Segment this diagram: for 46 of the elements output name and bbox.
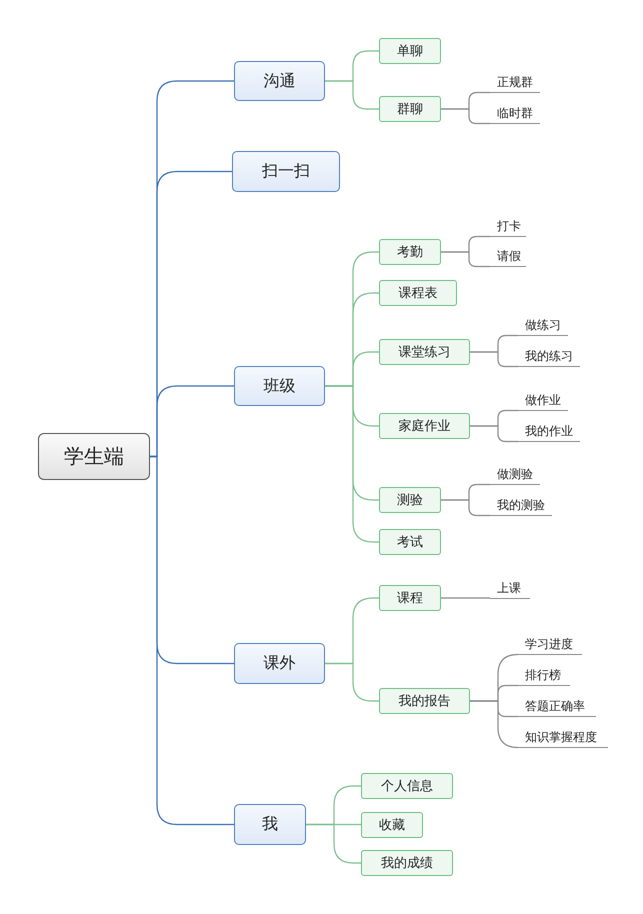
connector-line <box>441 597 490 599</box>
connector-line <box>470 351 518 368</box>
connector-line <box>441 108 490 124</box>
subtopic: 群聊 <box>379 96 441 122</box>
subtopic: 我的成绩 <box>361 850 453 876</box>
connector-line <box>325 385 379 543</box>
subtopic: 课程表 <box>379 280 457 306</box>
leaf-topic: 请假 <box>490 247 526 267</box>
subtopic: 个人信息 <box>361 773 453 799</box>
main-topic: 我 <box>234 804 306 845</box>
connector-line <box>150 456 234 826</box>
main-topic: 扫一扫 <box>232 151 340 192</box>
subtopic: 家庭作业 <box>379 413 470 439</box>
leaf-topic: 做作业 <box>518 391 568 411</box>
leaf-topic: 我的测验 <box>490 496 552 516</box>
connector-line <box>306 824 361 864</box>
leaf-topic: 我的作业 <box>518 422 580 442</box>
main-topic: 沟通 <box>234 61 325 101</box>
subtopic: 课堂练习 <box>379 339 470 365</box>
subtopic: 我的报告 <box>379 688 470 714</box>
subtopic: 单聊 <box>379 38 441 64</box>
main-topic: 课外 <box>234 643 325 684</box>
connector-line <box>470 700 519 748</box>
connector-line <box>325 662 379 702</box>
leaf-topic: 学习进度 <box>518 635 582 655</box>
leaf-topic: 知识掌握程度 <box>518 728 608 748</box>
leaf-topic: 做练习 <box>518 316 568 336</box>
leaf-topic: 临时群 <box>490 104 540 124</box>
connector-line <box>441 499 490 516</box>
subtopic: 测验 <box>379 487 441 513</box>
leaf-topic: 做测验 <box>490 465 540 485</box>
connector-line <box>441 251 490 268</box>
leaf-topic: 打卡 <box>490 217 526 237</box>
connector-line <box>470 425 518 442</box>
leaf-topic: 答题正确率 <box>518 697 596 717</box>
main-topic: 班级 <box>234 366 325 406</box>
subtopic: 考试 <box>379 529 441 555</box>
subtopic: 考勤 <box>379 239 441 265</box>
leaf-topic: 正规群 <box>490 73 540 93</box>
leaf-topic: 排行榜 <box>518 666 570 686</box>
connector-line <box>325 80 379 110</box>
leaf-topic: 上课 <box>490 579 530 599</box>
leaf-topic: 我的练习 <box>518 347 580 367</box>
root-topic: 学生端 <box>38 433 150 480</box>
subtopic: 课程 <box>379 585 441 611</box>
subtopic: 收藏 <box>361 812 423 838</box>
